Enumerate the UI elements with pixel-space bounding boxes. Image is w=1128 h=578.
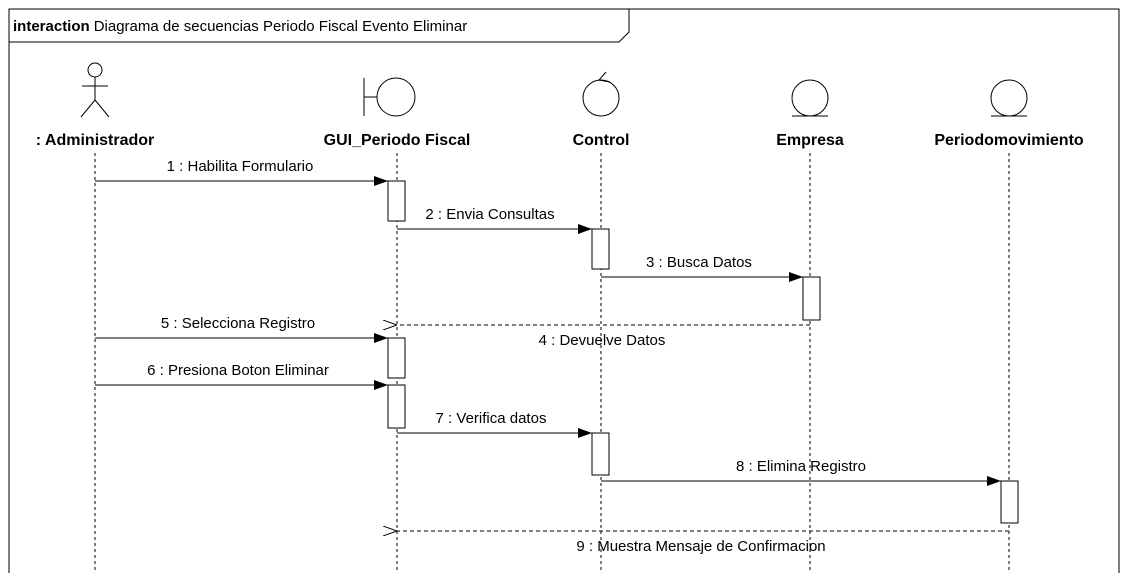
message-label-4: 4 : Devuelve Datos (539, 332, 666, 349)
activation-bar (387, 384, 406, 429)
activation-bar (591, 228, 610, 270)
activation-bar (802, 276, 821, 321)
activation-bar (387, 180, 406, 222)
message-label-1: 1 : Habilita Formulario (167, 158, 314, 175)
message-label-9: 9 : Muestra Mensaje de Confirmacion (576, 538, 825, 555)
actor-icon (80, 62, 110, 118)
frame-keyword: interaction (13, 18, 90, 35)
activation-bar (591, 432, 610, 476)
frame-border (8, 8, 1120, 578)
message-label-8: 8 : Elimina Registro (736, 458, 866, 475)
lifeline-name-periodo: Periodomovimiento (934, 132, 1084, 149)
lifeline-name-gui: GUI_Periodo Fiscal (324, 132, 471, 149)
control-icon (582, 71, 620, 117)
message-label-2: 2 : Envia Consultas (425, 206, 554, 223)
message-label-6: 6 : Presiona Boton Eliminar (147, 362, 329, 379)
message-label-3: 3 : Busca Datos (646, 254, 752, 271)
activation-bar (1000, 480, 1019, 524)
lifeline-name-empresa: Empresa (776, 132, 844, 149)
message-label-5: 5 : Selecciona Registro (161, 315, 315, 332)
frame-title-text: Diagrama de secuencias Periodo Fiscal Ev… (94, 18, 468, 35)
entity-icon (990, 79, 1028, 117)
lifeline-name-admin: : Administrador (36, 132, 155, 149)
activation-bar (387, 337, 406, 379)
lifeline-name-control: Control (573, 132, 630, 149)
boundary-icon (363, 77, 416, 117)
message-label-7: 7 : Verifica datos (436, 410, 547, 427)
entity-icon (791, 79, 829, 117)
frame-title-tab (9, 9, 630, 43)
